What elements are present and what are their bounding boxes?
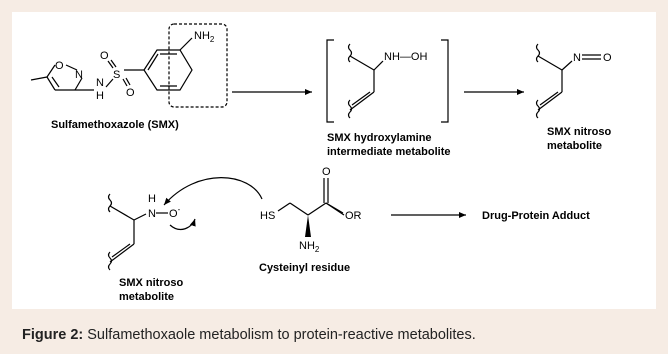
atom-or: OR [345,210,362,222]
atom-n: N [96,77,104,89]
atom-o: O- [169,205,181,220]
figure-caption: Figure 2: Sulfamethoxaole metabolism to … [22,327,476,343]
highlight-box [168,23,228,108]
amine-group: NH2 [194,30,215,44]
nitroso-bottom-label-line2: metabolite [119,291,174,303]
atom-o: O [55,60,64,72]
atom-o: O [322,166,331,178]
reaction-scheme: O N N H S O O NH2 Sulfamethoxazole (SMX)… [30,23,612,303]
atom-o: O [100,50,109,62]
atom-s: HS [260,210,275,222]
wedge-bond [305,215,311,237]
smx-label: Sulfamethoxazole (SMX) [51,119,179,131]
hydroxylamine-label-line1: SMX hydroxylamine [327,132,432,144]
hydroxylamine-group: NH—OH [384,51,427,63]
caption-text: Sulfamethoxaole metabolism to protein-re… [83,327,476,343]
nitroso-top-label-line1: SMX nitroso [547,126,611,138]
hydroxylamine-label-line2: intermediate metabolite [327,146,450,158]
atom-h: H [96,90,104,102]
cysteine-structure [277,178,345,216]
bond [325,202,344,214]
nitroso-bottom-structure [107,177,263,271]
cysteine-label: Cysteinyl residue [259,262,350,274]
nitroso-bottom-label-line1: SMX nitroso [119,277,183,289]
atom-o: O [126,87,135,99]
nitroso-top-structure [535,43,601,119]
atom-n: N [75,69,83,81]
atom-h: H [148,193,156,205]
smx-atoms: O N N H S O O NH2 [55,30,215,102]
smx-structure [30,37,193,91]
nitroso-top-label-line2: metabolite [547,140,602,152]
amine-group: NH2 [299,240,320,254]
product-label: Drug-Protein Adduct [482,210,590,222]
hydroxylamine-structure [326,39,449,123]
caption-prefix: Figure 2: [22,327,84,343]
atom-o: O [603,52,612,64]
atom-s: S [113,69,120,81]
atom-n: N [573,52,581,64]
atom-n: N [148,208,156,220]
figure-panel: O N N H S O O NH2 Sulfamethoxazole (SMX)… [12,12,656,309]
